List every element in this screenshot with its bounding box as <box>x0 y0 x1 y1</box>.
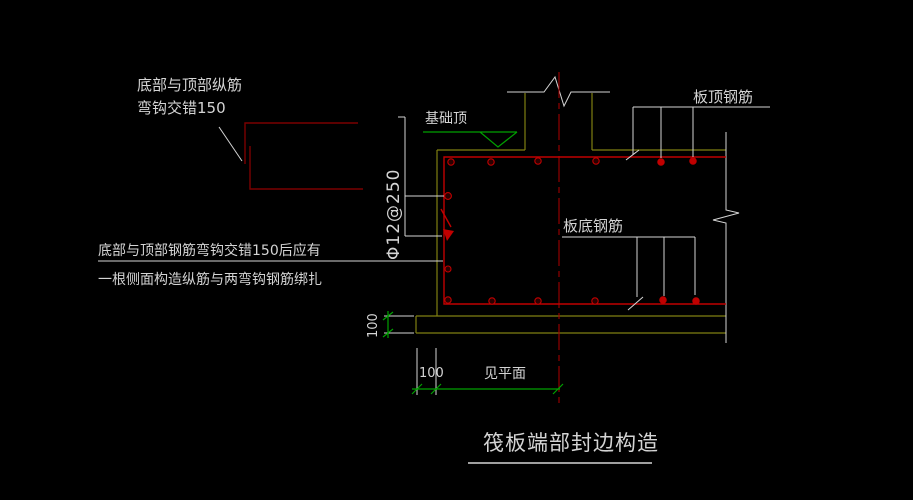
top-note-leader <box>218 126 243 162</box>
rebar-dot <box>488 297 496 305</box>
rebar-dot <box>689 157 697 165</box>
rebar-dot <box>487 158 495 166</box>
side-note-line1: 底部与顶部钢筋弯钩交错150后应有 <box>98 242 321 259</box>
top-note-line2: 弯钩交错150 <box>137 99 226 117</box>
cushion-thickness-value: 100 <box>366 313 381 338</box>
rebar-dot <box>447 158 455 166</box>
dimension-extension-lines <box>384 315 437 395</box>
slab-bottom-rebar-label: 板底钢筋 <box>563 217 623 235</box>
level-symbol <box>423 131 518 148</box>
slab-top-rebar-leaders <box>625 106 770 161</box>
rebar-dot <box>592 157 600 165</box>
side-note-line2: 一根侧面构造纵筋与两弯钩钢筋绑扎 <box>98 271 322 288</box>
rebar-dot <box>444 296 452 304</box>
edge-hook-bar-dot <box>444 192 452 200</box>
rebar-spec-label: Φ12@250 <box>384 169 404 260</box>
slab-top-rebar-label: 板顶钢筋 <box>693 88 753 106</box>
rebar-dot <box>534 297 542 305</box>
cushion-outline <box>415 315 726 334</box>
cushion-thickness-dimension <box>382 311 394 338</box>
top-rebar-dots <box>447 157 697 166</box>
right-cut-line <box>712 132 740 343</box>
bottom-rebar-dots <box>444 296 700 305</box>
slab-and-wall-outline <box>436 93 726 316</box>
rebar-dot <box>534 157 542 165</box>
rebar-dot <box>591 297 599 305</box>
cushion-projection-value: 100 <box>419 366 444 381</box>
rebar-dot <box>692 297 700 305</box>
drawing-title: 筏板端部封边构造 <box>483 431 659 455</box>
foundation-top-label: 基础顶 <box>425 110 467 127</box>
staggered-hook-detail <box>244 122 363 190</box>
rebar-dot <box>659 296 667 304</box>
rebar-spec-leader <box>398 116 444 237</box>
top-note-line1: 底部与顶部纵筋 <box>137 76 242 94</box>
edge-hook-mark <box>440 208 452 228</box>
slab-bottom-rebar-leaders <box>562 236 696 311</box>
side-construction-bar-dot <box>444 265 452 273</box>
see-plan-label: 见平面 <box>484 366 526 382</box>
rebar-dot <box>657 158 665 166</box>
cushion-projection-dimension <box>411 383 564 395</box>
edge-hook-arrow <box>443 229 454 241</box>
